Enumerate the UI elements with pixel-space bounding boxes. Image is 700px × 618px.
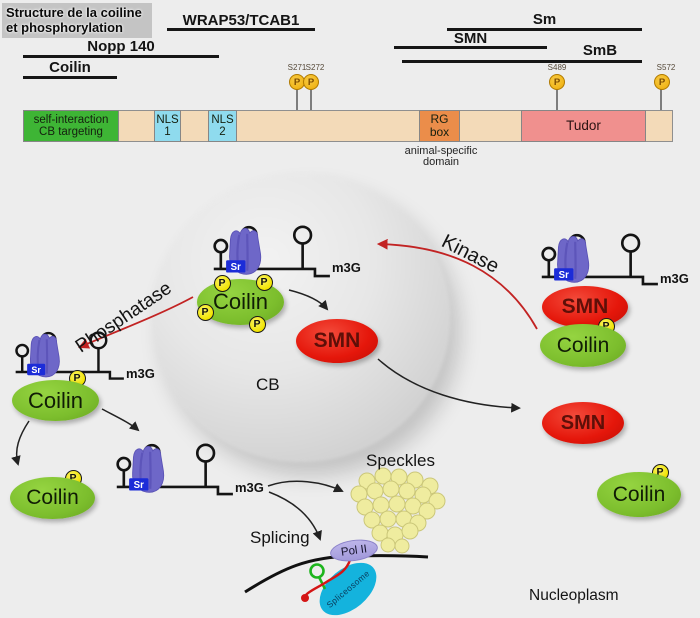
domain-nls2-line1: NLS	[211, 113, 234, 126]
site-label-s272: S272	[305, 63, 325, 72]
m3g-cap-label-cb: m3G	[332, 260, 361, 275]
m3g-cap-label-free: m3G	[235, 480, 264, 495]
site-line-s489	[556, 89, 558, 110]
intron-loop	[309, 563, 325, 579]
nascent-rna-line	[305, 559, 352, 596]
arrow-snrnp-to-splicing	[268, 491, 322, 541]
smn-oval-cb: SMN	[296, 319, 378, 363]
domain-tudor-label: Tudor	[566, 117, 601, 133]
coilin-oval-nucleoplasm: Coilin	[597, 472, 681, 517]
site-label-s271: S271	[287, 63, 307, 72]
domain-nls1-line2: 1	[164, 126, 171, 138]
bracket-label-coilin: Coilin	[49, 59, 91, 76]
smn-label: SMN	[561, 295, 609, 318]
coilin-label: Coilin	[27, 387, 84, 413]
coilin-label: Coilin	[556, 333, 610, 357]
coilin-protein-bar: self-interaction CB targeting NLS 1 NLS …	[23, 110, 673, 142]
phospho-badge: P	[213, 274, 231, 292]
site-line-s572	[660, 89, 662, 110]
coilin-oval-right-complex: Coilin	[540, 324, 626, 367]
domain-self-interaction: self-interaction CB targeting	[23, 110, 119, 142]
domain-self-interaction-line1: self-interaction	[33, 113, 109, 126]
arrow-coilin-release-left	[11, 420, 30, 466]
bracket-line-nopp140	[23, 55, 219, 58]
nascent-rna-cap	[301, 594, 309, 602]
nucleoplasm-label: Nucleoplasm	[529, 587, 619, 604]
sr-label: Sr	[31, 365, 41, 375]
coilin-oval-bottom-left: Coilin	[10, 477, 95, 519]
sr-badge	[129, 478, 149, 491]
smn-oval-right-complex: SMN	[542, 286, 628, 328]
phospho-badge-s489: P	[549, 74, 565, 90]
phospho-badge: P	[196, 303, 214, 321]
snrnp-left: Sr	[15, 331, 124, 380]
site-line-s272	[310, 89, 312, 110]
domain-nls1-line1: NLS	[156, 113, 179, 126]
sr-badge	[554, 268, 574, 281]
site-line-s271	[296, 89, 298, 110]
coilin-label: Coilin	[26, 486, 79, 509]
bracket-label-wrap53: WRAP53/TCAB1	[182, 12, 300, 29]
cb-label: CB	[256, 375, 280, 394]
snrnp-right: Sr	[541, 233, 658, 286]
pol2-label: Pol II	[340, 542, 368, 559]
bracket-label-smb: SmB	[582, 42, 618, 59]
sr-badge	[226, 260, 246, 273]
figure-title-line1: Structure de la coiline	[6, 5, 142, 20]
domain-self-interaction-line2: CB targeting	[39, 126, 103, 138]
snrnp-in-cb: Sr	[213, 225, 330, 278]
bracket-label-smn: SMN	[453, 30, 488, 47]
arrow-smn-export	[377, 358, 521, 413]
phospho-badge: P	[255, 273, 273, 291]
animal-specific-note-line2: domain	[422, 156, 460, 168]
figure-title-line2: et phosphorylation	[6, 20, 123, 36]
phospho-badge-s272: P	[303, 74, 319, 90]
figure-title: Structure de la coiline et phosphorylati…	[2, 3, 152, 38]
bracket-line-sm	[447, 28, 642, 31]
phospho-badge: P	[248, 315, 266, 333]
arrow-kinase	[376, 238, 538, 330]
arrow-snrnp-to-speckles	[267, 480, 344, 493]
smn-label: SMN	[313, 329, 361, 352]
domain-nls2: NLS 2	[208, 110, 237, 142]
domain-nls1: NLS 1	[154, 110, 181, 142]
arrow-coilin-to-smn	[288, 289, 329, 311]
sr-label: Sr	[231, 262, 241, 273]
m3g-cap-label-right: m3G	[660, 271, 689, 286]
bracket-label-sm: Sm	[532, 11, 557, 28]
smn-oval-nucleoplasm: SMN	[542, 402, 624, 444]
coilin-label: Coilin	[612, 482, 666, 506]
coilin-label: Coilin	[212, 289, 269, 314]
speckles-label: Speckles	[366, 451, 435, 470]
site-label-s572: S572	[656, 63, 676, 72]
domain-rg-box: RG box	[419, 110, 460, 142]
sr-badge	[27, 363, 46, 376]
animal-specific-note: animal-specific domain	[393, 146, 489, 168]
bracket-label-nopp140: Nopp 140	[87, 38, 155, 55]
domain-tudor: Tudor	[521, 110, 646, 142]
domain-nls2-line2: 2	[219, 126, 226, 138]
bracket-line-coilin	[23, 76, 117, 79]
intron-stem	[317, 576, 327, 590]
bracket-line-smn	[394, 46, 547, 49]
bracket-line-smb	[402, 60, 642, 63]
speckles-cluster	[350, 467, 446, 554]
phospho-badge-s572: P	[654, 74, 670, 90]
arrow-snrnp-release-right	[101, 408, 140, 432]
bracket-line-wrap53	[167, 28, 315, 31]
animal-specific-note-line1: animal-specific	[404, 145, 478, 157]
site-label-s489: S489	[547, 63, 567, 72]
m3g-cap-label-left: m3G	[126, 366, 155, 381]
smn-label: SMN	[560, 411, 606, 434]
domain-rg-line1: RG	[430, 112, 449, 127]
splicing-label: Splicing	[250, 528, 310, 547]
coilin-oval-left: Coilin	[12, 380, 99, 421]
sr-label: Sr	[134, 480, 144, 491]
sr-label: Sr	[559, 270, 569, 281]
snrnp-free: Sr	[116, 443, 233, 496]
domain-rg-line2: box	[429, 125, 450, 139]
